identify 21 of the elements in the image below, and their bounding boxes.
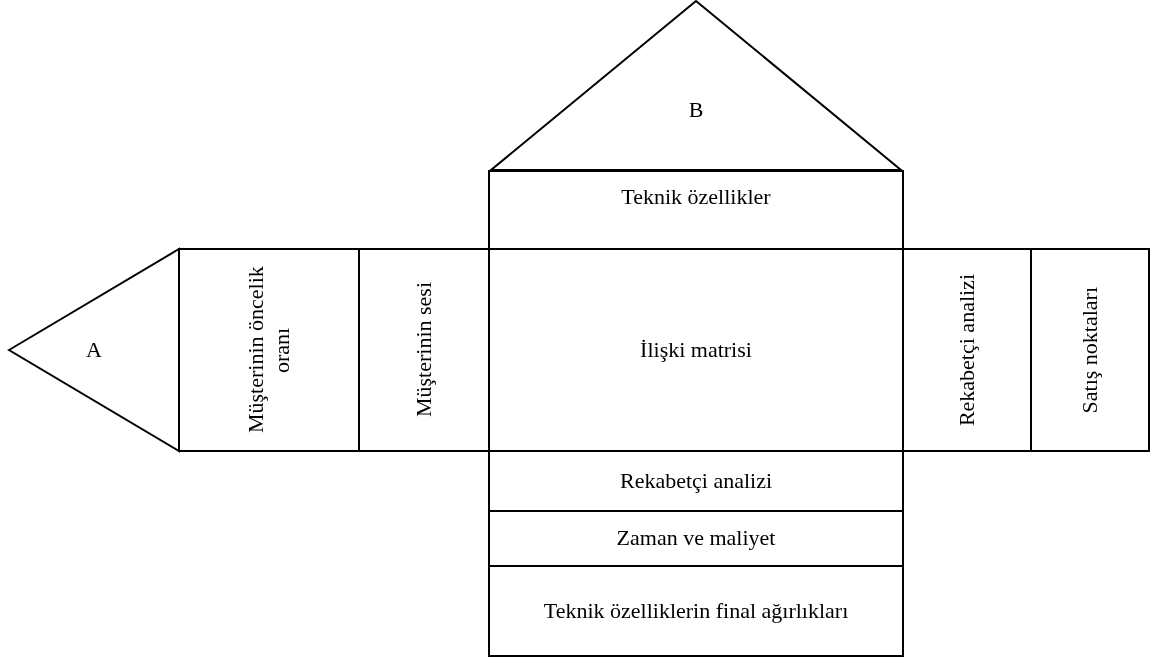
- section-label: A: [86, 336, 102, 364]
- section-box: [488, 565, 904, 657]
- section-box: [358, 248, 490, 452]
- section-label: B: [688, 96, 704, 123]
- section-label: Teknik özellikler: [621, 184, 771, 211]
- section-label: Teknik özelliklerin final ağırlıkları: [543, 597, 849, 625]
- roof-triangle: [490, 0, 902, 171]
- section-box: [488, 450, 904, 512]
- section-label: Zaman ve maliyet: [616, 525, 776, 552]
- section-box: [488, 170, 904, 250]
- section-label: Rekabetçi analizi: [619, 467, 773, 495]
- section-label: Rekabetçi analizi: [953, 273, 980, 427]
- section-box: [488, 510, 904, 567]
- section-box: [902, 248, 1032, 452]
- section-label: Müşterinin sesi: [410, 282, 437, 418]
- section-box: [178, 248, 360, 452]
- section-box: [1030, 248, 1150, 452]
- section-label: Satış noktaları: [1076, 286, 1103, 414]
- side-triangle: [8, 248, 180, 452]
- section-label: İlişki matrisi: [640, 336, 752, 364]
- section-label: Müşterinin öncelik oranı: [242, 265, 295, 436]
